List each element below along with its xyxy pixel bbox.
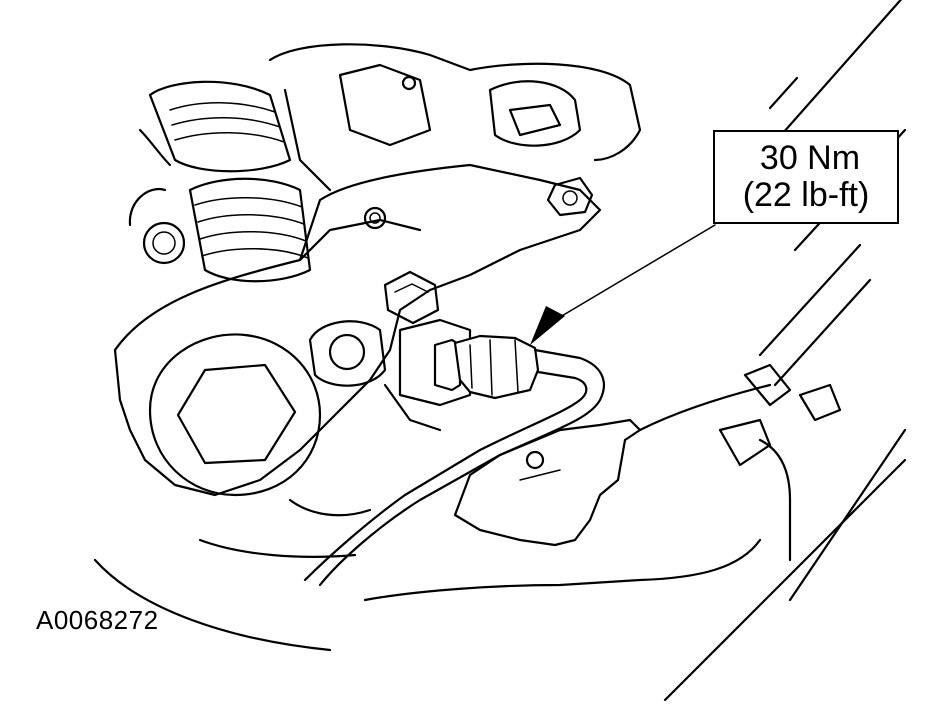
bracket-arm bbox=[113, 163, 602, 497]
flare-nut-fitting bbox=[383, 318, 540, 432]
figure-id: A0068272 bbox=[36, 605, 159, 635]
tube-clip bbox=[453, 418, 642, 547]
torque-lbft-label: (22 lb-ft) bbox=[742, 176, 870, 214]
callout-leader bbox=[530, 224, 716, 345]
lower-cover bbox=[93, 363, 842, 652]
valve-cover bbox=[268, 43, 642, 192]
metal-tube bbox=[303, 348, 606, 587]
valve-springs bbox=[128, 80, 312, 283]
torque-callout: 30 Nm (22 lb-ft) bbox=[713, 130, 899, 224]
hex-bolt-small bbox=[308, 270, 440, 387]
hex-bolt-large bbox=[148, 333, 322, 497]
frame-lines bbox=[663, 0, 907, 702]
torque-nm-label: 30 Nm bbox=[759, 139, 861, 177]
